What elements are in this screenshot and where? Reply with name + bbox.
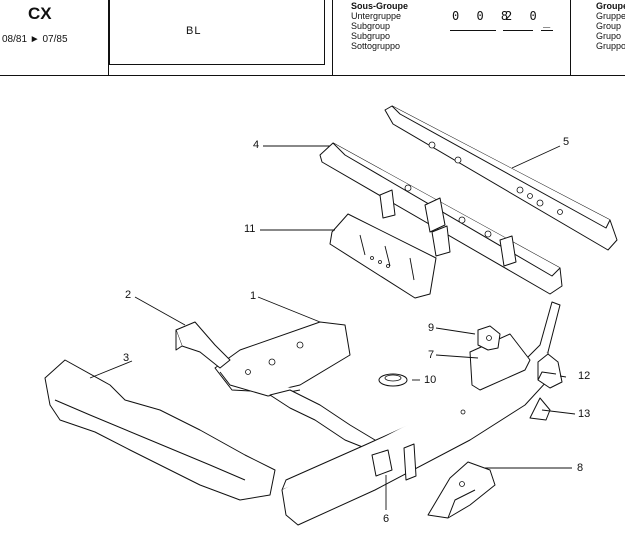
subgroup-titles: Sous-Groupe Untergruppe Subgroup Subgrup… <box>351 1 408 51</box>
subgroup-code-1: 0 0 8 <box>452 9 514 23</box>
model-name: CX <box>28 4 52 23</box>
subgroup-title-de: Untergruppe <box>351 11 402 21</box>
callout-9: 9 <box>428 322 435 334</box>
header-divider-right <box>570 0 571 76</box>
subgroup-code-2: 2 0 <box>505 9 542 23</box>
part-10-grommet <box>378 373 408 387</box>
code-underline-3 <box>541 30 553 31</box>
callout-13: 13 <box>578 408 591 420</box>
subgroup-title-it: Sottogruppo <box>351 41 401 51</box>
part-12-bracket <box>537 353 563 389</box>
leader-lines <box>89 145 576 510</box>
callout-3: 3 <box>123 352 130 364</box>
version-label: BL <box>186 25 202 37</box>
part-1-floor-pan <box>214 321 351 397</box>
callout-5: 5 <box>563 136 570 148</box>
callout-2: 2 <box>125 289 132 301</box>
group-title-it: Gruppo <box>596 41 625 51</box>
subgroup-title-en: Subgroup <box>351 21 391 31</box>
header-divider-mid <box>332 0 333 76</box>
part-3-left-rail <box>44 359 276 501</box>
part-6-lower-rail <box>281 301 561 526</box>
group-titles: Groupe Gruppe Group Grupo Gruppo <box>596 1 625 51</box>
subgroup-code-3: _ <box>543 14 556 28</box>
subgroup-title-fr: Sous-Groupe <box>351 1 409 11</box>
part-13-tab <box>529 397 551 421</box>
part-8-bracket <box>427 461 496 519</box>
callout-8: 8 <box>577 462 584 474</box>
subgroup-title-es: Subgrupo <box>351 31 391 41</box>
callout-10: 10 <box>424 374 437 386</box>
group-title-es: Grupo <box>596 31 622 41</box>
group-title-de: Gruppe <box>596 11 625 21</box>
group-title-fr: Groupe <box>596 1 625 11</box>
callout-4: 4 <box>253 139 260 151</box>
callout-12: 12 <box>578 370 591 382</box>
header-divider-left <box>108 0 109 76</box>
part-11-shield <box>329 213 437 299</box>
part-2-bracket <box>175 321 231 369</box>
middle-rail <box>269 389 376 451</box>
part-9-small-bracket <box>477 325 501 351</box>
part-4-crossmember <box>319 142 563 295</box>
callout-1: 1 <box>250 290 257 302</box>
callout-7: 7 <box>428 349 435 361</box>
header-bottom-rule <box>0 75 625 76</box>
date-range: 08/81 ► 07/85 <box>2 34 68 45</box>
version-box <box>109 0 325 65</box>
part-5-beam <box>384 105 618 251</box>
callout-11: 11 <box>244 223 256 235</box>
callout-6: 6 <box>383 513 390 525</box>
group-title-en: Group <box>596 21 622 31</box>
code-underline-2 <box>503 30 533 31</box>
code-underline-1 <box>450 30 496 31</box>
